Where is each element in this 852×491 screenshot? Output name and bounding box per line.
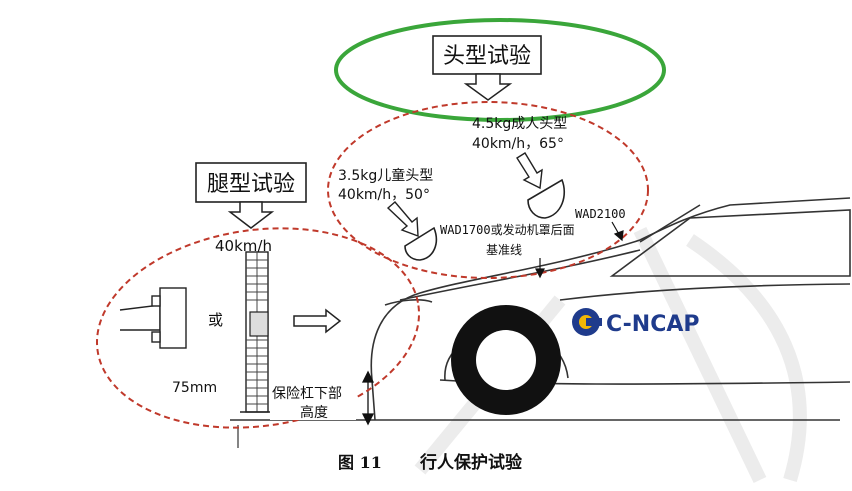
wad1700-line1: WAD1700或发动机罩后面 bbox=[440, 222, 575, 237]
head-test-label: 头型试验 bbox=[443, 44, 531, 69]
legform-impactor bbox=[240, 251, 274, 413]
car-body bbox=[370, 197, 851, 421]
wad2100-label: WAD2100 bbox=[575, 207, 626, 221]
upper-legform-device bbox=[119, 287, 187, 349]
beltline bbox=[559, 283, 851, 301]
bumper-height-line1: 保险杠下部 bbox=[272, 386, 342, 402]
adult-head-arrow bbox=[516, 152, 543, 190]
direction-arrow bbox=[293, 308, 342, 334]
adult-head-line2: 40km/h，65° bbox=[472, 136, 564, 152]
wad-arrows bbox=[535, 221, 624, 279]
or-label: 或 bbox=[208, 311, 223, 329]
figure-number: 图 11 bbox=[338, 453, 382, 472]
adult-head-impactor bbox=[527, 178, 566, 219]
leg-test-label: 腿型试验 bbox=[207, 172, 295, 197]
bumper-height-dimension bbox=[361, 370, 375, 426]
child-head-impactor bbox=[404, 226, 438, 261]
head-test-ellipse bbox=[334, 18, 666, 122]
head-zone-ellipse bbox=[327, 101, 649, 279]
side-window bbox=[609, 209, 851, 277]
figure-title: 行人保护试验 bbox=[419, 452, 523, 473]
wad1700-line2: 基准线 bbox=[486, 243, 522, 257]
bumper-height-line2: 高度 bbox=[300, 404, 328, 421]
front-wheel bbox=[451, 305, 561, 415]
height-75-label: 75mm bbox=[172, 380, 217, 396]
windshield bbox=[639, 204, 701, 243]
adult-head-line1: 4.5kg成人头型 bbox=[472, 116, 567, 132]
child-head-arrow bbox=[386, 201, 419, 238]
head-test-label-box bbox=[432, 35, 542, 75]
bumper-height-label-box bbox=[270, 380, 356, 420]
hood-line bbox=[399, 249, 641, 301]
headlight bbox=[384, 299, 433, 306]
child-head-line2: 40km/h，50° bbox=[338, 187, 430, 203]
cncap-text: C-NCAP bbox=[606, 312, 700, 337]
leg-speed: 40km/h bbox=[215, 237, 272, 255]
leg-test-label-box bbox=[195, 162, 307, 203]
leg-zone-ellipse bbox=[95, 227, 421, 429]
head-test-arrow bbox=[463, 73, 513, 101]
cncap-logo: C-NCAP bbox=[572, 308, 700, 337]
child-head-line1: 3.5kg儿童头型 bbox=[338, 167, 433, 184]
leg-test-arrow bbox=[227, 201, 275, 229]
